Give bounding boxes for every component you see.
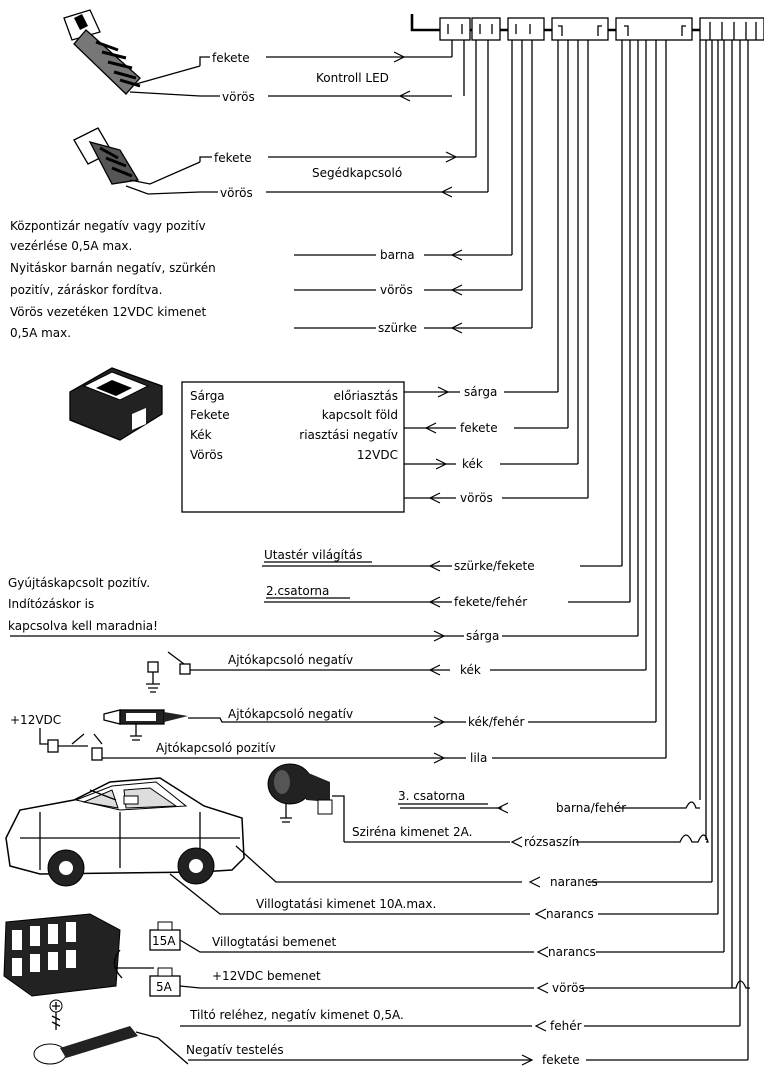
villog-ki2-wire: narancs xyxy=(546,907,594,921)
module-color-1: Sárga xyxy=(190,389,225,403)
kozpontizar-desc-6: 0,5A max. xyxy=(10,326,71,340)
csatorna3-label: 3. csatorna xyxy=(398,789,465,803)
tap-wire: vörös xyxy=(552,981,585,995)
utaster-section: Utastér világítás szürke/fekete xyxy=(262,548,622,573)
sziren-wire: rózsaszín xyxy=(524,835,579,849)
module-section: Sárga Fekete Kék Vörös előriasztás kapcs… xyxy=(69,367,588,513)
power-section: 15A 5A Villogtatási bemenet narancs +12V… xyxy=(3,913,750,997)
kontroll-led-wire1: fekete xyxy=(212,51,250,65)
gyujtas-line-3: kapcsolva kell maradnia! xyxy=(8,619,158,633)
ajto-neg2-label: Ajtókapcsoló negatív xyxy=(228,707,353,721)
csatorna2-label: 2.csatorna xyxy=(266,584,329,598)
module-wire-sarga: sárga xyxy=(464,385,497,399)
testeles-label: Negatív testelés xyxy=(186,1043,284,1057)
kozpontizar-desc-1: Központizár negatív vagy pozitív xyxy=(10,219,206,233)
csatorna2-section: 2.csatorna fekete/fehér xyxy=(264,584,630,609)
villog-be-wire: narancs xyxy=(548,945,596,959)
sziren-label: Sziréna kimenet 2A. xyxy=(352,825,472,839)
module-box xyxy=(181,381,405,513)
kozpontizar-wire-voros: vörös xyxy=(380,283,413,297)
kozpontizar-desc-5: Vörös vezetéken 12VDC kimenet xyxy=(10,305,207,319)
door-switch-icon xyxy=(39,728,103,761)
module-function-3: riasztási negatív xyxy=(299,428,398,442)
led-icon xyxy=(63,9,201,97)
module-color-4: Vörös xyxy=(190,448,223,462)
ground-section: Tiltó reléhez, negatív kimenet 0,5A. feh… xyxy=(33,999,748,1067)
ajto-neg2-wire: kék/fehér xyxy=(468,715,524,729)
door-switch-icon xyxy=(146,651,191,693)
switch-icon xyxy=(73,127,201,195)
relay-box-icon xyxy=(3,913,154,997)
car-icon xyxy=(5,777,245,887)
wire-harness-trunks xyxy=(451,40,749,1060)
module-color-2: Fekete xyxy=(190,408,230,422)
ajto-poz-section: Ajtókapcsoló pozitív lila xyxy=(39,728,666,765)
siren-icon xyxy=(267,763,345,842)
module-wire-kek: kék xyxy=(462,457,483,471)
tap-label: +12VDC bemenet xyxy=(212,969,321,983)
ajto-neg1-wire: kék xyxy=(460,663,481,677)
car-section: narancs Villogtatási kimenet 10A.max. na… xyxy=(5,777,718,921)
ajto-poz-wire: lila xyxy=(470,751,487,765)
module-function-2: kapcsolt föld xyxy=(322,408,398,422)
kozpontizar-desc-3: Nyitáskor barnán negatív, szürkén xyxy=(10,261,216,275)
tilto-label: Tiltó reléhez, negatív kimenet 0,5A. xyxy=(189,1008,404,1022)
testeles-wire: fekete xyxy=(542,1053,580,1067)
villog-ki1-wire: narancs xyxy=(550,875,598,889)
kozpontizar-wire-szurke: szürke xyxy=(378,321,417,335)
crimp-connector-icon xyxy=(103,709,188,741)
segedkapcsolo-section: fekete vörös Segédkapcsoló xyxy=(73,127,488,200)
fuse-5a-label: 5A xyxy=(156,980,173,994)
module-color-3: Kék xyxy=(190,428,212,442)
ajto-neg1-section: Ajtókapcsoló negatív kék xyxy=(146,651,646,693)
kontroll-led-wire2: vörös xyxy=(222,90,255,104)
ground-screw-icon xyxy=(49,999,63,1030)
ajto-neg2-section: +12VDC Ajtókapcsoló negatív kék/fehér xyxy=(10,707,656,741)
lock-actuator-icon xyxy=(69,367,163,441)
segedkapcsolo-wire2: vörös xyxy=(220,186,253,200)
fuse-icon: 5A xyxy=(149,967,181,997)
gyujtas-section: Gyújtáskapcsolt pozitív. Indítózáskor is… xyxy=(8,576,638,643)
csatorna3-wire: barna/fehér xyxy=(556,801,626,815)
utaster-wire: szürke/fekete xyxy=(454,559,535,573)
connector-header xyxy=(410,14,764,41)
villog-be-label: Villogtatási bemenet xyxy=(212,935,336,949)
kontroll-led-label: Kontroll LED xyxy=(316,71,389,85)
gyujtas-wire: sárga xyxy=(466,629,499,643)
csatorna2-wire: fekete/fehér xyxy=(454,595,527,609)
ground-terminal-icon xyxy=(33,1026,189,1065)
tilto-wire: fehér xyxy=(550,1019,582,1033)
module-function-4: 12VDC xyxy=(357,448,398,462)
kozpontizar-wire-barna: barna xyxy=(380,248,415,262)
ajto-neg2-voltage: +12VDC xyxy=(10,713,61,727)
fuse-15a-label: 15A xyxy=(152,934,176,948)
kozpontizar-desc-4: pozitív, záráskor fordítva. xyxy=(10,283,162,297)
kozpontizar-desc-2: vezérlése 0,5A max. xyxy=(10,239,132,253)
ajto-neg1-label: Ajtókapcsoló negatív xyxy=(228,653,353,667)
module-wire-fekete: fekete xyxy=(460,421,498,435)
kozpontizar-section: Központizár negatív vagy pozitív vezérlé… xyxy=(10,219,532,340)
siren-section: 3. csatorna barna/fehér Sziréna kimenet … xyxy=(267,763,709,849)
fuse-icon: 15A xyxy=(149,921,181,951)
gyujtas-line-1: Gyújtáskapcsolt pozitív. xyxy=(8,576,150,590)
segedkapcsolo-wire1: fekete xyxy=(214,151,252,165)
module-function-1: előriasztás xyxy=(333,389,398,403)
gyujtas-line-2: Indítózáskor is xyxy=(8,597,94,611)
kontroll-led-section: fekete vörös Kontroll LED xyxy=(63,9,452,104)
utaster-label: Utastér világítás xyxy=(264,548,362,562)
ajto-poz-label: Ajtókapcsoló pozitív xyxy=(156,741,276,755)
segedkapcsolo-label: Segédkapcsoló xyxy=(312,166,402,180)
module-wire-voros: vörös xyxy=(460,491,493,505)
villog-ki2-label: Villogtatási kimenet 10A.max. xyxy=(256,897,436,911)
